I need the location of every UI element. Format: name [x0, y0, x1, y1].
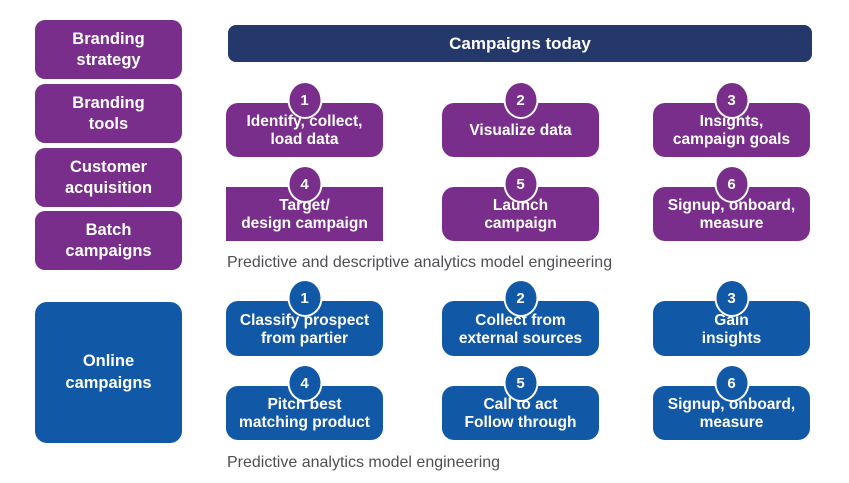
blue-step-6-label: Signup, onboard, measure	[667, 396, 796, 431]
sidebar-item-customer-acquisition: Customer acquisition	[35, 148, 182, 207]
blue-step-1-box: 1 Classify prospect from partier	[226, 279, 383, 356]
purple-step-5-label: Launch campaign	[484, 197, 557, 232]
purple-step-1-box: 1 Identify, collect, load data	[226, 81, 383, 157]
blue-step-1-number-badge: 1	[287, 279, 322, 317]
sidebar-item-batch-campaigns: Batch campaigns	[35, 211, 182, 270]
blue-step-3-box: 3 Gain insights	[653, 279, 810, 356]
blue-step-4-box: 4 Pitch best matching product	[226, 364, 383, 440]
blue-step-3-label: Gain insights	[701, 311, 762, 347]
blue-step-6-box: 6 Signup, onboard, measure	[653, 364, 810, 440]
purple-step-2-box: 2 Visualize data	[442, 81, 599, 157]
purple-step-3-box: 3 Insights, campaign goals	[653, 81, 810, 157]
blue-step-5-box: 5 Call to act Follow through	[442, 364, 599, 440]
sidebar-item-online-campaigns: Online campaigns	[35, 302, 182, 443]
purple-step-5-box: 5 Launch campaign	[442, 165, 599, 241]
purple-section-caption: Predictive and descriptive analytics mod…	[227, 254, 613, 271]
blue-step-2-box: 2 Collect from external sources	[442, 279, 599, 356]
sidebar-item-branding-strategy: Branding strategy	[35, 20, 182, 79]
purple-step-2-label: Visualize data	[469, 122, 572, 140]
purple-step-6-number-badge: 6	[714, 165, 749, 203]
purple-step-1-label: Identify, collect, load data	[246, 113, 363, 148]
purple-step-4-number-badge: 4	[287, 165, 322, 203]
purple-step-2-number-badge: 2	[503, 81, 538, 119]
purple-step-6-box: 6 Signup, onboard, measure	[653, 165, 810, 241]
blue-step-1-label: Classify prospect from partier	[239, 311, 370, 347]
blue-step-5-number-badge: 5	[503, 364, 538, 402]
purple-step-6-label: Signup, onboard, measure	[667, 197, 796, 232]
blue-step-4-label: Pitch best matching product	[239, 396, 370, 431]
blue-step-3-number-badge: 3	[714, 279, 749, 317]
blue-section-caption: Predictive analytics model engineering	[227, 454, 501, 471]
blue-step-6-number-badge: 6	[714, 364, 749, 402]
sidebar-item-branding-tools: Branding tools	[35, 84, 182, 143]
purple-step-5-number-badge: 5	[503, 165, 538, 203]
purple-step-4-box: 4 Target/ design campaign	[226, 165, 383, 241]
blue-step-2-number-badge: 2	[503, 279, 538, 317]
header-campaigns-today: Campaigns today	[228, 25, 812, 62]
purple-step-3-label: Insights, campaign goals	[672, 113, 791, 148]
header-title: Campaigns today	[449, 33, 591, 53]
purple-step-4-label: Target/ design campaign	[241, 197, 368, 232]
blue-step-4-number-badge: 4	[287, 364, 322, 402]
purple-step-3-number-badge: 3	[714, 81, 749, 119]
purple-step-1-number-badge: 1	[287, 81, 322, 119]
